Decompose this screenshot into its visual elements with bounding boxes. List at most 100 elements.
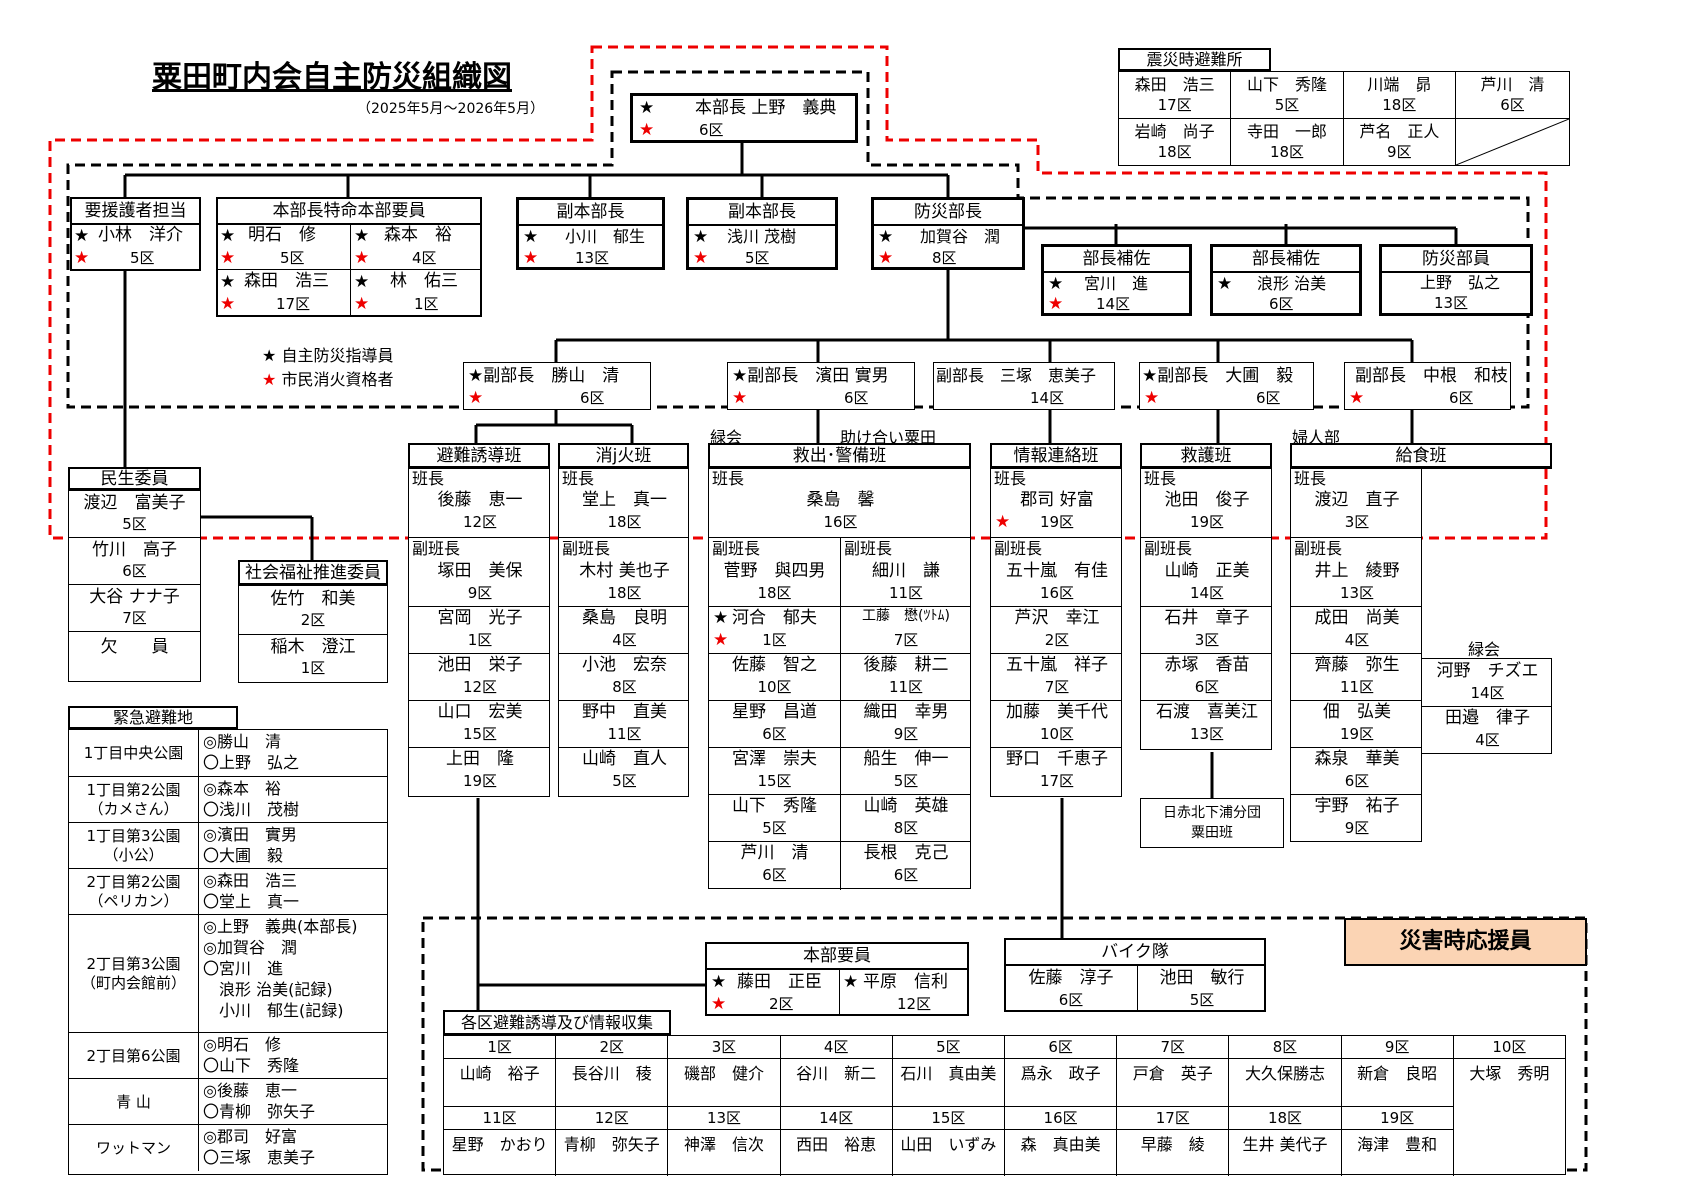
red-cross-box: 日赤北下浦分団 粟田班 — [1140, 798, 1284, 848]
evac-person: 〇大圃 毅 — [203, 846, 284, 865]
evac-row: 1丁目中央公園◎勝山 清〇上野 弘之 — [69, 730, 387, 776]
district-cell: 5区石川 真由美 — [892, 1036, 1005, 1106]
district-cell: 19区海津 豊和 — [1341, 1106, 1454, 1176]
district-guide-name: 海津 豊和 — [1357, 1135, 1438, 1154]
disaster-support-label: 災害時応援員 — [1344, 918, 1587, 966]
evac-shelter-header: 震災時避難所 — [1118, 48, 1271, 72]
member-name: 平原 信利 — [863, 972, 948, 992]
district-cell: 9区新倉 良昭 — [1341, 1036, 1454, 1106]
support-officer-box: 要援護者担当 ★ 小林 洋介 ★ 5区 — [70, 197, 201, 271]
evac-row: 2丁目第3公園 （町内会館前）◎上野 義典(本部長)◎加賀谷 潤〇宮川 進 浪形… — [69, 914, 387, 1033]
assist-header: 部長補佐 — [1044, 247, 1189, 273]
member-district: 19区 — [1189, 513, 1225, 531]
member-name: 森泉 華美 — [1314, 749, 1400, 769]
district-number: 15区 — [892, 1107, 1004, 1130]
role-vice-label: 副班長 — [1144, 539, 1193, 558]
member-district: 6区 — [1194, 678, 1220, 696]
evac-row: 1丁目第3公園 （小公）◎濱田 實男〇大圃 毅 — [69, 822, 387, 869]
member-district: 12区 — [462, 513, 498, 531]
special-staff-box: 本部長特命本部要員 ★ 明石 修 ★ 5区 ★ 森本 裕 ★ 4区 ★ 森田 浩… — [216, 197, 482, 317]
vice-chief-district: 6区 — [1256, 389, 1281, 407]
evac-person: ◎明石 修 — [203, 1035, 281, 1054]
member-district: 3区 — [1194, 631, 1220, 649]
district-cell: 7区戸倉 英子 — [1117, 1036, 1230, 1106]
member-district: 5区 — [1189, 991, 1215, 1009]
red-star-icon: ★ — [732, 388, 748, 408]
hq-staff-box: 本部要員 ★ 藤田 正臣 ★ 2区 ★ 平原 信利 12区 — [705, 942, 969, 1016]
evac-person: ◎加賀谷 潤 — [203, 938, 297, 957]
hq-chief-box: ★ 本部長 上野 義典 ★ 6区 — [630, 93, 858, 143]
member-district: 13区 — [575, 249, 610, 267]
vice-chief-box-5: 副部長 中根 和枝 ★ 6区 — [1344, 362, 1511, 410]
district-cell: 12区青柳 弥矢子 — [556, 1106, 669, 1176]
red-star-icon: ★ — [711, 994, 727, 1014]
district-guide-name: 神澤 信次 — [683, 1135, 764, 1154]
evac-person: ◎後藤 恵一 — [203, 1081, 297, 1100]
member-name: 山崎 正美 — [1164, 561, 1250, 581]
member-name: 五十嵐 有佳 — [1006, 561, 1108, 581]
evac-person: 〇堂上 真一 — [203, 892, 300, 911]
hq-district: 6区 — [699, 121, 724, 139]
evac-person: ◎森本 裕 — [203, 779, 281, 798]
red-star-icon: ★ — [74, 248, 90, 268]
member-name: 細川 謙 — [872, 561, 940, 581]
district-number: 1区 — [444, 1036, 556, 1059]
red-star-icon: ★ — [354, 294, 370, 314]
member-name: 井上 綾野 — [1314, 561, 1400, 581]
assist-box-3: 防災部員 上野 弘之 13区 — [1379, 244, 1533, 316]
evac-district: 18区 — [1157, 143, 1192, 161]
member-name: 成田 尚美 — [1314, 608, 1400, 628]
district-guide-name: 爲永 政子 — [1020, 1064, 1101, 1083]
evac-people: ◎郡司 好富〇三塚 恵美子 — [203, 1126, 315, 1168]
member-name: 小池 宏奈 — [582, 655, 667, 675]
vice-chief-name: 副部長 三塚 恵美子 — [936, 366, 1097, 385]
member-district: 6区 — [1344, 772, 1370, 790]
evac-person: 〇上野 弘之 — [203, 753, 300, 772]
member-name: 佐竹 和美 — [270, 589, 356, 609]
evac-person: 〇山下 秀隆 — [203, 1056, 300, 1075]
member-name: 林 佑三 — [390, 271, 458, 291]
evac-place: 2丁目第2公園 （ペリカン） — [69, 869, 199, 915]
district-cell: 15区山田 いずみ — [892, 1106, 1005, 1176]
legend-red-star: ★ 市民消火資格者 — [262, 370, 394, 389]
member-name: 明石 修 — [248, 225, 316, 245]
evac-name: 芦川 清 — [1480, 75, 1545, 94]
star-icon: ★ — [220, 226, 236, 246]
evac-people: ◎後藤 恵一〇青柳 弥矢子 — [203, 1080, 315, 1122]
district-guide-name: 星野 かおり — [451, 1135, 548, 1154]
group-label-ryokukai: 緑会 — [710, 428, 743, 447]
member-name: 佐藤 智之 — [732, 655, 817, 675]
evac-people: ◎森田 浩三〇堂上 真一 — [203, 870, 299, 912]
member-district: 5区 — [130, 249, 155, 267]
member-name: 浅川 茂樹 — [727, 227, 797, 246]
evac-row: 青 山◎後藤 恵一〇青柳 弥矢子 — [69, 1078, 387, 1125]
district-guide-name: 早藤 綾 — [1140, 1135, 1205, 1154]
vice-chief-box-3: 副部長 三塚 恵美子 14区 — [933, 362, 1115, 410]
member-name: 浪形 治美 — [1257, 274, 1327, 293]
evac-place: 2丁目第3公園 （町内会館前） — [69, 915, 199, 1033]
member-name: 佐藤 淳子 — [1028, 968, 1114, 988]
district-cell: 11区星野 かおり — [444, 1106, 557, 1176]
member-district: 16区 — [823, 513, 858, 531]
member-name: 石井 章子 — [1164, 608, 1250, 628]
member-name: 芦川 清 — [740, 843, 809, 863]
support-officer-header: 要援護者担当 — [72, 199, 199, 225]
member-name: 宮川 進 — [1084, 274, 1149, 293]
star-icon: ★ — [354, 272, 370, 292]
member-district: 18区 — [607, 584, 642, 602]
district-number: 16区 — [1005, 1107, 1117, 1130]
evac-person: ◎上野 義典(本部長) — [203, 917, 358, 936]
star-icon: ★ — [878, 227, 894, 247]
vice-chief-district: 6区 — [1449, 389, 1474, 407]
district-cell: 8区大久保勝志 — [1229, 1036, 1342, 1106]
red-star-icon: ★ — [713, 630, 729, 650]
district-guide-name: 大久保勝志 — [1244, 1064, 1325, 1083]
member-name: 森本 裕 — [384, 225, 452, 245]
member-district: 4区 — [612, 631, 637, 649]
member-district: 8区 — [612, 678, 637, 696]
district-number: 18区 — [1229, 1107, 1341, 1130]
